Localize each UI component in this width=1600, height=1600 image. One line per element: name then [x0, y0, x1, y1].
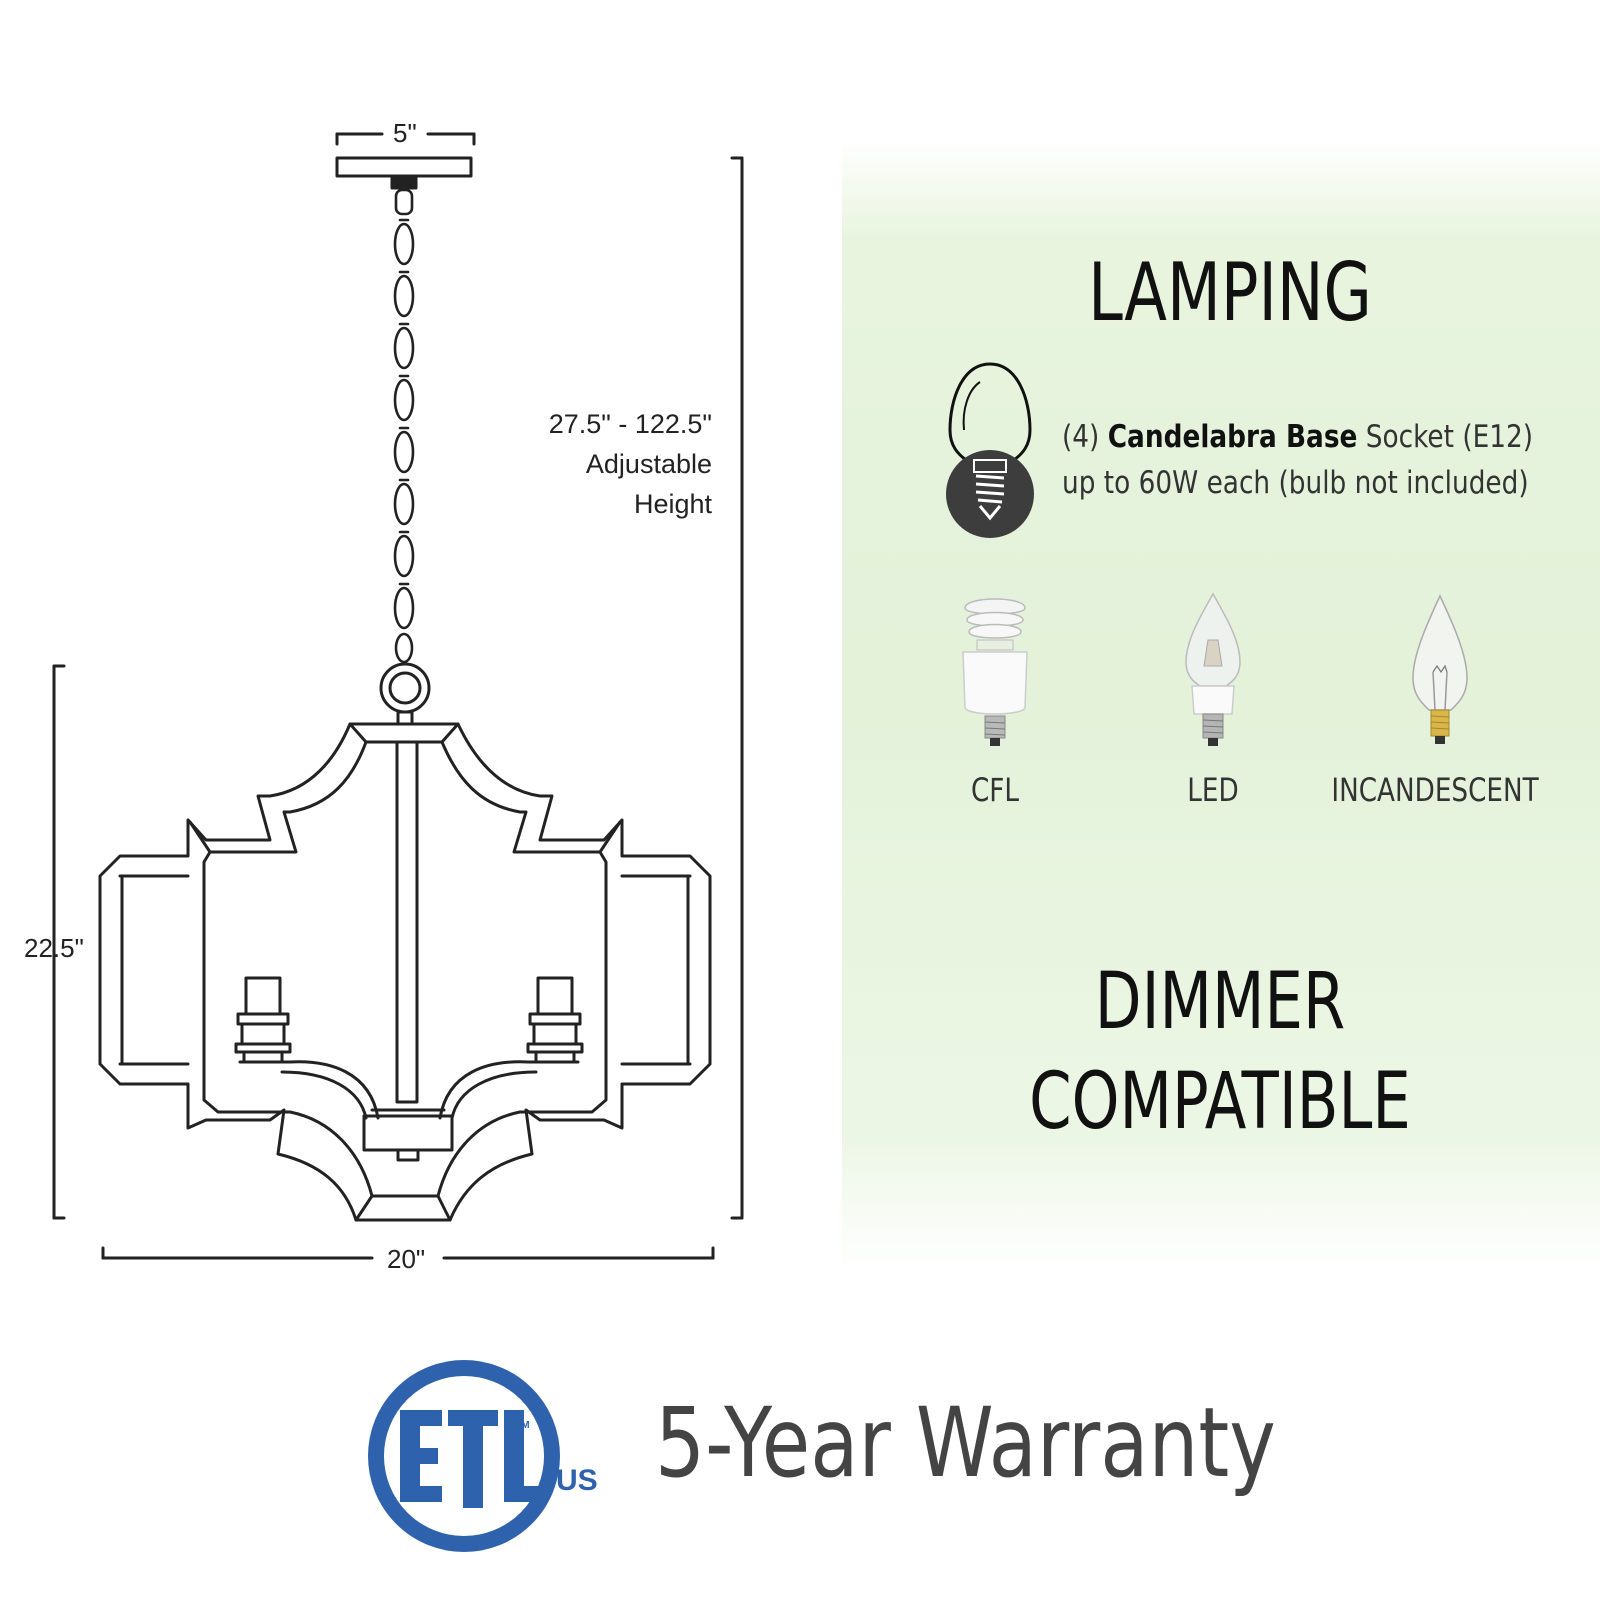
bulb-label-cfl: CFL	[970, 771, 1020, 809]
adjustable-height-line2: Height	[633, 489, 712, 519]
etl-listed-logo: CM US	[368, 1360, 598, 1552]
wattage-line: up to 60W each (bulb not included)	[1062, 465, 1529, 501]
dimmer-line2: COMPATIBLE	[1029, 1057, 1411, 1147]
fixture-height-label: 22.5"	[24, 933, 84, 963]
left-candle-socket	[234, 976, 380, 1120]
adjustable-height-line1: Adjustable	[585, 449, 712, 479]
fixture-height-dimension-line	[52, 664, 66, 1220]
warranty-text: 5-Year Warranty	[655, 1387, 1276, 1499]
overall-height-dimension-line	[730, 156, 744, 1220]
dimmer-line1: DIMMER	[1094, 957, 1346, 1047]
canopy-width-label: 5"	[393, 118, 417, 148]
canopy-stem	[390, 174, 418, 190]
center-rod	[395, 740, 419, 1104]
chandelier-diagram	[52, 132, 744, 1260]
center-hub	[362, 1114, 454, 1152]
socket-count: (4)	[1062, 419, 1100, 455]
bulb-label-incandescent: INCANDESCENT	[1331, 771, 1539, 809]
cfl-bulb-icon	[962, 598, 1028, 746]
bulb-label-led: LED	[1187, 771, 1239, 809]
etl-us-text: US	[556, 1464, 598, 1497]
etl-cm-text: CM	[514, 1420, 530, 1431]
dimmer-compatible-title: DIMMER COMPATIBLE	[1017, 952, 1423, 1152]
adjustable-height-label: 27.5" - 122.5" Adjustable Height	[549, 404, 712, 524]
adjustable-height-range: 27.5" - 122.5"	[548, 409, 712, 439]
frame-outline	[98, 722, 712, 1222]
fixture-width-dimension-line	[101, 1246, 715, 1260]
socket-type: Candelabra Base	[1107, 419, 1358, 455]
candelabra-bulb-icon	[946, 362, 1034, 538]
loop-collar	[396, 710, 414, 726]
lamping-title: LAMPING	[1088, 246, 1372, 339]
incandescent-bulb-icon	[1412, 594, 1468, 744]
led-bulb-icon	[1185, 592, 1241, 746]
right-candle-socket	[438, 976, 584, 1120]
frame-top-bar	[348, 722, 460, 744]
canopy-plate	[335, 156, 473, 178]
canopy-width-dimension-line	[335, 132, 476, 146]
hanging-loop	[379, 662, 431, 714]
chain	[393, 188, 415, 664]
socket-suffix: Socket (E12)	[1365, 419, 1534, 455]
fixture-width-label: 20"	[387, 1244, 426, 1274]
socket-description: (4) Candelabra Base Socket (E12) up to 6…	[1062, 414, 1533, 506]
